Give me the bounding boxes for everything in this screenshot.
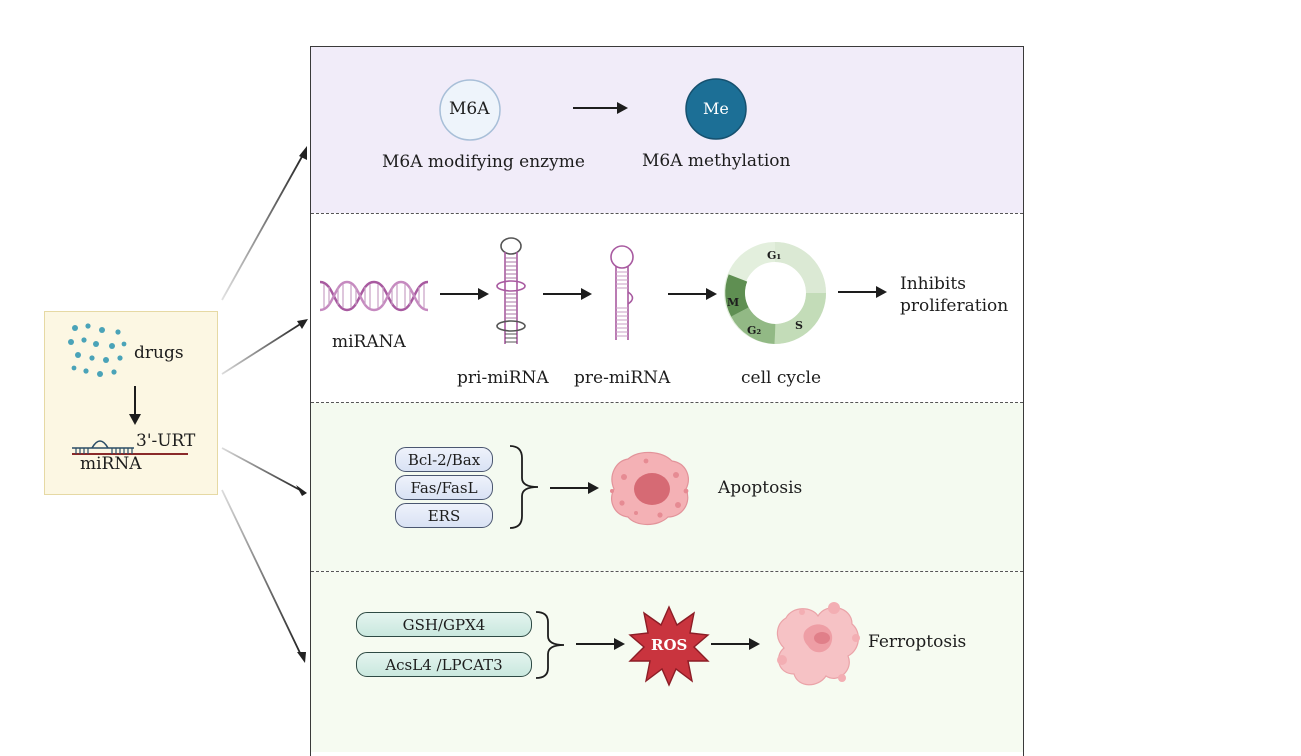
mirna-binding-icon	[72, 440, 188, 455]
arrow-pri-to-pre	[543, 288, 592, 300]
apoptosis-brace-icon	[509, 445, 539, 529]
phase-g1: G₁	[767, 249, 782, 262]
dna-helix-icon	[320, 280, 429, 312]
dna-label: miRANA	[332, 332, 406, 352]
outcome-inhibits: Inhibits	[900, 274, 966, 294]
pre-mirna-icon	[610, 245, 634, 340]
arrow-ros-to-cell	[711, 638, 760, 650]
phase-g2: G₂	[747, 324, 762, 337]
me-circle-label: Me	[703, 99, 729, 118]
arrow-dna-to-pri	[440, 288, 489, 300]
arrow-to-ros	[576, 638, 625, 650]
pri-mirna-label: pri-miRNA	[457, 368, 549, 388]
mirna-label: miRNA	[80, 454, 142, 474]
m6a-enzyme-label: M6A modifying enzyme	[382, 152, 585, 172]
ferroptosis-label: Ferroptosis	[868, 632, 967, 652]
arrow-to-apoptosis	[221, 447, 301, 491]
arrow-to-apoptosis-cell	[550, 482, 599, 494]
arrow-to-m6a	[221, 152, 305, 301]
cell-cycle-label: cell cycle	[741, 368, 822, 388]
m6a-circle-label: M6A	[449, 99, 490, 119]
ferroptosis-brace-icon	[535, 611, 565, 679]
ros-label: ROS	[651, 636, 688, 654]
ferroptotic-cell-icon	[776, 602, 860, 686]
arrow-pre-to-cycle	[668, 288, 717, 300]
me-circle-icon	[685, 78, 747, 140]
drug-particles-icon	[68, 323, 127, 377]
arrow-to-ferroptosis	[221, 489, 302, 656]
ros-burst-icon	[628, 605, 710, 687]
phase-m: M	[727, 296, 740, 309]
drugs-label: drugs	[134, 343, 184, 363]
factor-fas-fasl: Fas/FasL	[395, 475, 493, 500]
apoptosis-label: Apoptosis	[718, 478, 803, 498]
m6a-methylation-label: M6A methylation	[642, 151, 791, 171]
divider-1	[311, 213, 1023, 214]
factor-acsl4-lpcat3: AcsL4 /LPCAT3	[356, 652, 532, 677]
cell-cycle-icon	[724, 242, 826, 344]
arrow-cycle-to-outcome	[838, 286, 887, 298]
m6a-circle-icon	[439, 79, 501, 141]
utr-label: 3'-URT	[136, 431, 196, 451]
m6a-right-arrow-icon	[573, 102, 628, 114]
pri-mirna-icon	[496, 237, 526, 344]
arrow-to-mirna	[221, 322, 303, 375]
apoptotic-cell-icon	[610, 451, 689, 526]
panel-mirna	[311, 214, 1023, 402]
factor-gsh-gpx4: GSH/GPX4	[356, 612, 532, 637]
panel-m6a	[311, 47, 1023, 213]
factor-bcl2-bax: Bcl-2/Bax	[395, 447, 493, 472]
factor-ers: ERS	[395, 503, 493, 528]
outcome-proliferation: proliferation	[900, 296, 1009, 316]
divider-3	[311, 571, 1023, 572]
phase-s: S	[795, 319, 803, 332]
pre-mirna-label: pre-miRNA	[574, 368, 671, 388]
down-arrow-icon	[129, 386, 141, 425]
divider-2	[311, 402, 1023, 403]
